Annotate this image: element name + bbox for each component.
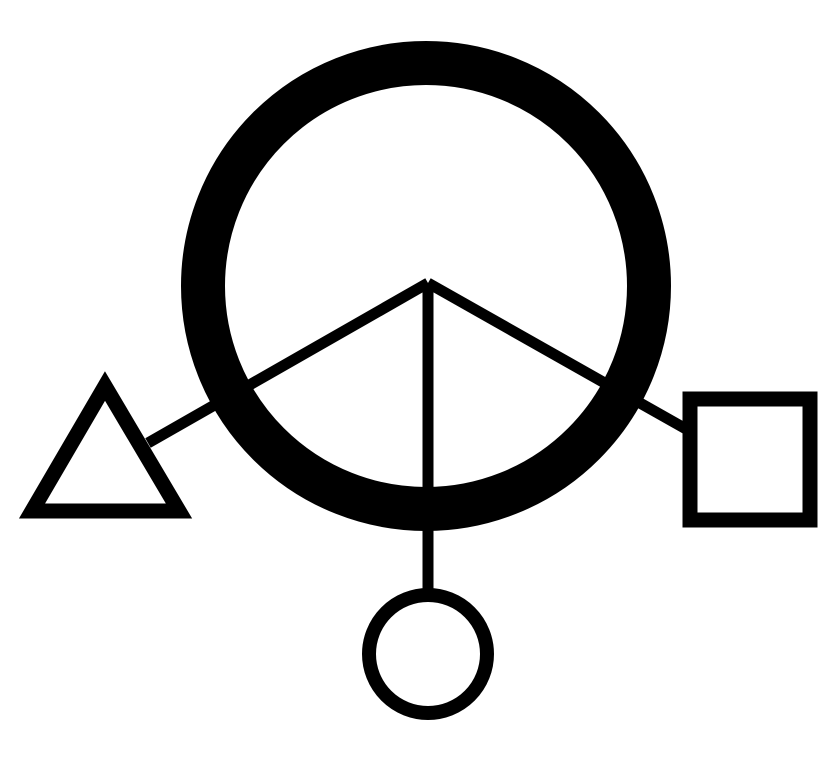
- circle-icon: [362, 588, 494, 720]
- connector-left: [145, 278, 431, 448]
- square-icon: [682, 391, 818, 528]
- ring-icon: [181, 41, 671, 531]
- connector-right: [425, 278, 689, 434]
- triangle-icon: [18, 371, 193, 519]
